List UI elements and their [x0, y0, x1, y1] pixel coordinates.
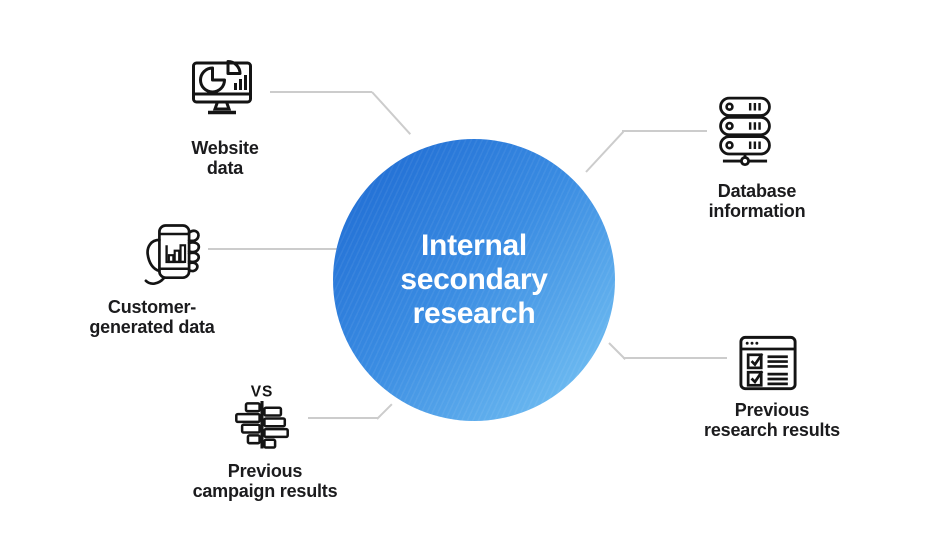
- label-line: generated data: [89, 316, 215, 337]
- checklist-window-icon: [736, 334, 800, 394]
- center-title-line: research: [412, 297, 536, 330]
- label-database-information: Database information: [657, 181, 857, 221]
- server-stack-icon: [714, 95, 776, 167]
- label-line: data: [206, 157, 244, 178]
- label-previous-research-results: Previous research results: [672, 400, 872, 440]
- label-line: Website: [191, 138, 259, 158]
- connector-line: [585, 130, 625, 173]
- label-website-data: Website data: [125, 138, 325, 178]
- label-previous-campaign-results: Previous campaign results: [165, 461, 365, 501]
- connector-line: [308, 417, 378, 419]
- label-line: campaign results: [192, 480, 338, 501]
- monitor-pie-chart-icon: [188, 54, 256, 120]
- center-title-line: Internal: [421, 229, 527, 262]
- connector-line: [376, 403, 393, 420]
- label-line: research results: [704, 419, 840, 440]
- vs-icon-text: VS: [251, 384, 274, 401]
- label-line: Previous: [734, 400, 810, 420]
- label-line: information: [708, 200, 806, 221]
- label-line: Database: [717, 181, 797, 201]
- vs-comparison-chart-icon: VS: [230, 382, 294, 452]
- connector-line: [208, 248, 338, 250]
- circle-hatch-texture: [333, 139, 615, 421]
- connector-line: [270, 91, 372, 93]
- label-line: Previous: [227, 461, 303, 481]
- connector-line: [371, 91, 412, 135]
- center-circle: Internal secondary research: [333, 139, 615, 421]
- connector-line: [623, 357, 727, 359]
- phone-bar-chart-in-hand-icon: [142, 221, 202, 293]
- label-customer-generated-data: Customer- generated data: [52, 297, 252, 337]
- center-title: Internal secondary research: [400, 229, 548, 331]
- label-line: Customer-: [107, 297, 197, 317]
- center-title-line: secondary: [400, 263, 548, 296]
- connector-line: [622, 130, 707, 132]
